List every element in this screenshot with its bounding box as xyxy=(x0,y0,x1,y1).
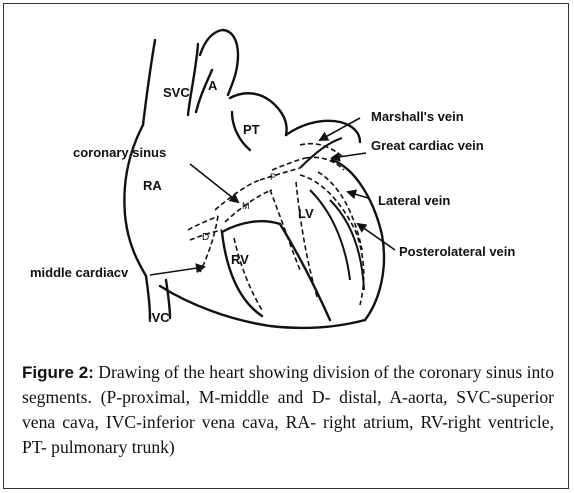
label-lv: LV xyxy=(298,206,314,221)
caption-text: Drawing of the heart showing division of… xyxy=(22,362,554,457)
arrow-great-cardiac-vein xyxy=(330,151,367,162)
label-coronary-sinus: coronary sinus xyxy=(73,145,166,160)
label-ivc: IVC xyxy=(148,310,170,325)
label-lateral-vein: Lateral vein xyxy=(378,193,450,208)
label-m: M xyxy=(242,201,250,211)
arrow-coronary-sinus xyxy=(189,163,240,204)
label-pt: PT xyxy=(243,122,260,137)
label-posterolateral-vein: Posterolateral vein xyxy=(399,244,515,259)
figure-frame xyxy=(3,3,569,489)
label-d: D xyxy=(202,232,209,243)
label-rv: RV xyxy=(231,252,249,267)
label-ra: RA xyxy=(143,178,162,193)
label-a: A xyxy=(208,78,218,93)
arrow-marshalls-vein xyxy=(318,117,361,141)
label-middle-cardiac: middle cardiacv xyxy=(30,265,129,280)
vein-branches xyxy=(299,137,365,291)
pointer-arrows xyxy=(149,117,396,276)
arrow-lateral-vein xyxy=(346,189,369,200)
caption-label: Figure 2: xyxy=(22,363,94,382)
label-great-cardiac-vein: Great cardiac vein xyxy=(371,138,484,153)
arrow-posterolateral-vein xyxy=(356,222,396,251)
label-svc: SVC xyxy=(163,85,190,100)
heart-outline xyxy=(123,28,386,330)
label-p: P xyxy=(270,172,276,182)
coronary-veins xyxy=(187,142,365,311)
figure-caption: Figure 2: Drawing of the heart showing d… xyxy=(22,360,554,460)
arrow-middle-cardiac xyxy=(149,263,206,276)
label-marshalls-vein: Marshall's vein xyxy=(371,109,464,124)
